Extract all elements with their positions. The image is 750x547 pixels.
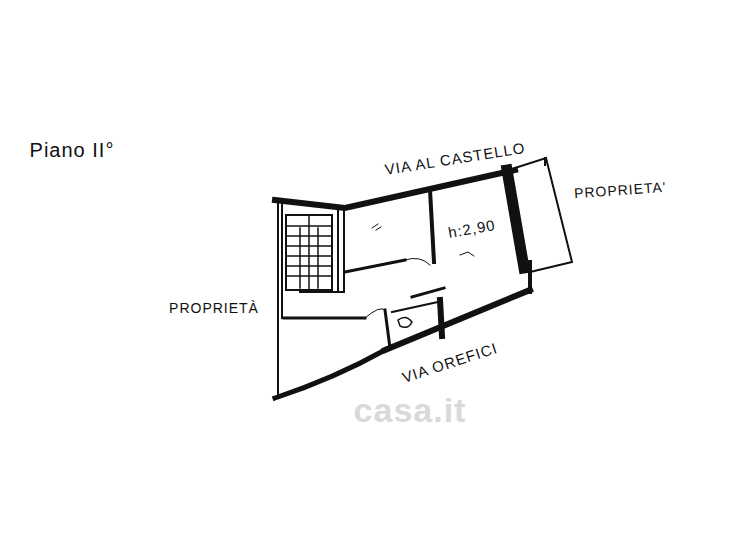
boundary-label: PROPRIETA'	[571, 179, 668, 202]
wall	[385, 310, 390, 348]
door-swing	[405, 258, 430, 265]
height-dimension: h:2,90	[445, 215, 499, 241]
tick	[544, 158, 546, 165]
boundary-label: PROPRIETÀ	[167, 300, 261, 316]
wall	[300, 291, 344, 293]
outline	[515, 158, 572, 272]
floor-title: Piano II°	[28, 139, 117, 161]
wall	[275, 350, 385, 398]
wall	[412, 288, 444, 297]
wall	[430, 190, 434, 262]
mark	[460, 252, 474, 256]
wall	[440, 300, 442, 336]
wall	[284, 317, 365, 320]
watermark: casa.it	[352, 392, 469, 428]
outline	[281, 200, 283, 318]
wall	[345, 260, 405, 272]
mark	[372, 224, 381, 230]
fixture	[398, 317, 412, 327]
street-name: VIA OREFICI	[398, 338, 502, 386]
pillar-wall	[507, 170, 524, 268]
wall	[392, 302, 438, 312]
wall	[337, 207, 339, 292]
door-swing	[365, 309, 385, 318]
outline	[277, 200, 279, 398]
stairs	[286, 215, 332, 290]
wall	[343, 207, 345, 292]
wall	[385, 290, 530, 350]
stair-steps	[286, 215, 332, 290]
